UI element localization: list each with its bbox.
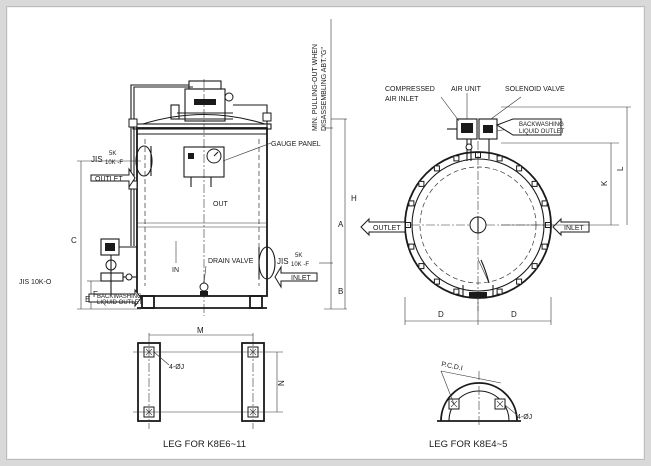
dim-b: B [338,287,343,296]
holes-right-label: 4-ØJ [517,414,532,421]
bolt-hole [531,180,538,187]
air-unit-label: AIR UNIT [451,86,482,93]
dim-n: N [277,380,286,386]
leg-detail-right: P.C.D.I 4-ØJ LEG FOR K8E4~5 [429,361,532,450]
dim-l: L [616,166,625,171]
leg-left-caption: LEG FOR K8E6~11 [163,439,246,450]
dim-d2: D [511,310,517,319]
gauge-panel [183,146,225,178]
bolt-hole [433,278,440,285]
bolt-hole [496,288,503,295]
bolt-holes [405,152,551,298]
jis-right-label: JIS [277,257,289,266]
dim-m: M [197,326,204,335]
solenoid-label: SOLENOID VALVE [505,86,565,93]
bolt-hole [453,288,460,295]
bolt-hole [516,278,523,285]
jis-top-10k: 10K -F [105,160,123,166]
inlet-right-label: INLET [564,225,585,232]
jis-10k-o-label: JIS 10K-O [19,279,52,286]
bolt-hole [453,155,460,162]
in-label: IN [172,267,179,274]
pcd-label: P.C.D.I [441,361,464,372]
backwash-right-1: BACKWASHING [519,122,564,128]
disassembling-label: DISASSEMBLING ABT."G" [321,47,328,131]
vessel-body [136,127,268,297]
backwash-arrow-right [495,118,562,136]
backwash-arrow-left [88,288,142,308]
bolt-hole [418,263,425,270]
bolt-hole [408,200,415,207]
bolt-hole [433,165,440,172]
dim-d1: D [438,310,444,319]
compressed-label: COMPRESSED [385,86,435,93]
bolt-hole [516,165,523,172]
jis-right-5k: 5K [295,253,302,259]
inlet-arrow-right [552,217,590,237]
solenoid-valve [478,118,498,140]
dim-h: H [351,194,357,203]
jis-top-5k: 5K [109,151,116,157]
leg-right-caption: LEG FOR K8E4~5 [429,439,507,450]
outlet-left-label: OUTLET [95,176,123,183]
top-view: COMPRESSED AIR INLET AIR UNIT SOLENOID V… [360,86,631,325]
jis-top-label: JIS [91,155,103,164]
dim-k: K [600,180,609,186]
drawing-frame: MIN. PULLING-OUT WHEN DISASSEMBLING ABT.… [6,6,645,460]
technical-drawing: MIN. PULLING-OUT WHEN DISASSEMBLING ABT.… [19,19,631,450]
air-inlet-label: AIR INLET [385,96,419,103]
outlet-right-label: OUTLET [373,225,401,232]
dim-c: C [71,236,77,245]
jis-right-10k: 10K -F [291,262,309,268]
gauge-panel-label: GAUGE PANEL [271,141,321,148]
dim-e: E [85,295,90,304]
outlet-arrow-left [90,167,136,189]
bolt-hole [496,155,503,162]
side-view: MIN. PULLING-OUT WHEN DISASSEMBLING ABT.… [19,19,357,316]
backwash-left-2: LIQUID OUTLET [97,300,143,306]
bolt-hole [541,243,548,250]
holes-left-label: 4-ØJ [169,364,184,371]
dim-f: F [93,290,98,299]
drain-valve-label: DRAIN VALVE [208,258,254,265]
bolt-hole [531,263,538,270]
dim-a: A [338,220,344,229]
bolt-hole [408,243,415,250]
bolt-hole [541,200,548,207]
inlet-left-label: INLET [291,275,312,282]
bolt-hole [418,180,425,187]
leg-detail-left: N M 4-ØJ LEG FOR K8E6~11 [133,326,286,450]
backwash-right-2: LIQUID OUTLET [519,129,565,135]
backwash-left-1: BACKWASHING [97,294,142,300]
min-pulling-label: MIN. PULLING-OUT WHEN [312,44,319,131]
out-label: OUT [213,201,229,208]
outlet-arrow-right [360,217,406,237]
inlet-arrow-left [274,265,318,289]
